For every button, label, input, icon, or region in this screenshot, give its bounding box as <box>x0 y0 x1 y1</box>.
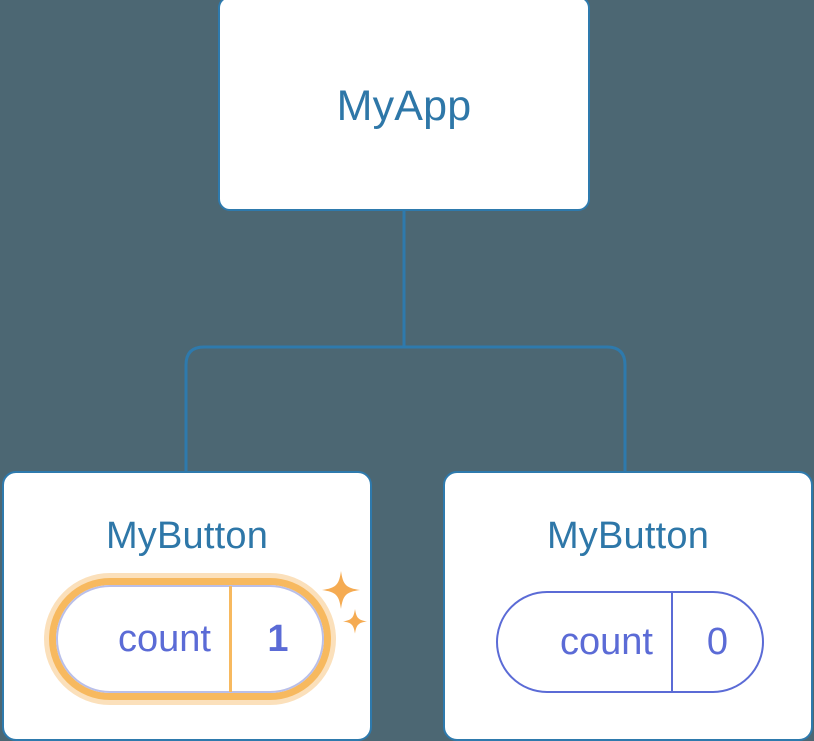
node-title-mybutton-right: MyButton <box>546 515 710 557</box>
node-card-mybutton-right[interactable]: MyButton count 0 <box>443 471 813 741</box>
node-card-myapp[interactable]: MyApp <box>218 0 590 211</box>
state-pill-highlighted[interactable]: count 1 <box>44 573 336 705</box>
state-pill-divider-left <box>229 586 232 692</box>
state-key-count-right: count <box>560 620 653 663</box>
connector-branch-bar <box>184 345 627 471</box>
state-key-count-left: count <box>118 617 211 660</box>
node-title-myapp: MyApp <box>336 82 472 130</box>
state-pill-divider-right <box>671 593 673 691</box>
state-pill-content: count 1 <box>56 585 324 693</box>
state-value-count-left: 1 <box>267 617 289 660</box>
node-title-mybutton-left: MyButton <box>105 515 269 557</box>
state-value-count-right: 0 <box>706 620 729 663</box>
sparkle-small-icon <box>343 609 367 634</box>
node-card-mybutton-left[interactable]: MyButton count 1 <box>2 471 372 741</box>
state-pill-glow <box>44 573 336 705</box>
state-pill-plain[interactable]: count 0 <box>496 591 764 693</box>
state-pill-understroke <box>56 585 324 693</box>
